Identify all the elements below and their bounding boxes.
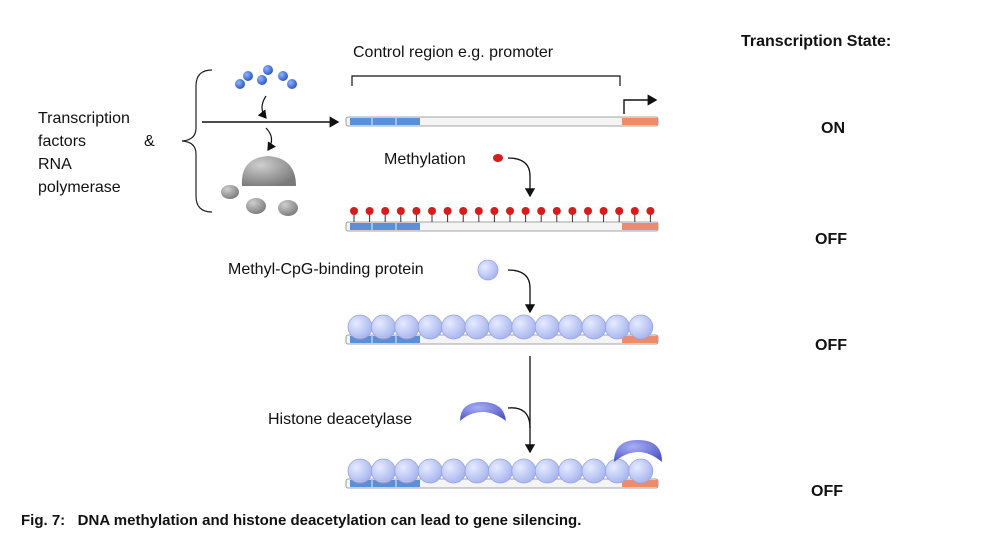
tf-label-ampersand: & bbox=[144, 133, 155, 150]
mbp-protein bbox=[441, 458, 467, 484]
mbp-row-1 bbox=[347, 314, 654, 340]
promoter-region bbox=[622, 118, 658, 125]
figure-caption: Fig. 7: DNA methylation and histone deac… bbox=[21, 512, 582, 529]
left-brace bbox=[181, 69, 213, 213]
methyl-group bbox=[599, 207, 608, 215]
dna-strand-1 bbox=[345, 116, 659, 127]
mbp-protein bbox=[558, 458, 583, 484]
hdac-icon bbox=[460, 402, 506, 421]
mbp-protein bbox=[464, 314, 490, 340]
mbp-protein bbox=[394, 314, 420, 340]
hdac-label: Histone deacetylase bbox=[268, 411, 413, 428]
methyl-group bbox=[459, 207, 468, 215]
mbp-protein bbox=[417, 314, 443, 340]
tf-label-line4: polymerase bbox=[38, 179, 121, 196]
methyl-group bbox=[630, 207, 639, 215]
mbp-protein bbox=[628, 458, 654, 484]
methyl-group bbox=[443, 207, 452, 215]
mbp-protein bbox=[581, 314, 607, 340]
tf-label-line3: RNA bbox=[38, 156, 72, 173]
mbp-protein bbox=[347, 314, 373, 340]
mbp-protein bbox=[605, 458, 630, 484]
mbp-protein bbox=[464, 458, 490, 484]
mbp-protein bbox=[394, 458, 420, 484]
mbp-protein bbox=[441, 314, 467, 340]
methyl-groups bbox=[350, 207, 655, 222]
mbp-label: Methyl-CpG-binding protein bbox=[228, 261, 424, 278]
methyl-group bbox=[568, 207, 577, 215]
promoter-region bbox=[622, 223, 658, 230]
tf-label-line1: Transcription bbox=[38, 110, 130, 127]
mbp-protein bbox=[628, 314, 654, 340]
methyl-group bbox=[506, 207, 514, 215]
mbp-protein bbox=[511, 314, 537, 340]
mbp-protein bbox=[581, 458, 607, 484]
mbp-protein bbox=[534, 314, 560, 340]
mbp-protein bbox=[487, 458, 513, 484]
mbp-protein bbox=[605, 314, 630, 340]
mbp-icon bbox=[477, 259, 499, 281]
tf-label-line2: factors bbox=[38, 133, 87, 150]
methyl-group bbox=[584, 207, 592, 215]
state-off-hdac: OFF bbox=[811, 483, 843, 500]
promoter-region bbox=[622, 480, 658, 487]
control-region-bracket bbox=[351, 75, 621, 86]
dna-strand-2 bbox=[345, 221, 659, 232]
promoter-region bbox=[622, 336, 658, 343]
mbp-protein bbox=[534, 458, 560, 484]
methyl-group bbox=[350, 207, 358, 215]
mbp-protein bbox=[511, 458, 537, 484]
gene-region bbox=[350, 223, 420, 230]
rna-polymerase-icon bbox=[221, 156, 298, 216]
methyl-group bbox=[396, 207, 405, 215]
mbp-protein bbox=[417, 458, 443, 484]
gene-region bbox=[350, 118, 420, 125]
mbp-protein bbox=[487, 314, 513, 340]
methyl-group bbox=[474, 207, 483, 215]
hdac-bound bbox=[614, 440, 662, 462]
methylation-label: Methylation bbox=[384, 151, 466, 168]
methyl-group bbox=[521, 207, 530, 215]
methyl-group bbox=[646, 207, 655, 215]
state-off-methylated: OFF bbox=[815, 231, 847, 248]
methyl-group bbox=[537, 207, 546, 215]
mbp-protein bbox=[370, 314, 396, 340]
gene-region bbox=[350, 480, 420, 487]
methyl-group bbox=[365, 207, 374, 215]
control-region-label: Control region e.g. promoter bbox=[353, 44, 554, 61]
methyl-group bbox=[381, 207, 390, 215]
transcription-state-header: Transcription State: bbox=[741, 33, 892, 50]
gene-region bbox=[350, 336, 420, 343]
transcription-start-arrow bbox=[623, 94, 658, 114]
state-off-mbp: OFF bbox=[815, 337, 847, 354]
methyl-group bbox=[615, 207, 624, 215]
mbp-protein bbox=[347, 458, 373, 484]
mbp-row-2 bbox=[347, 458, 654, 484]
methyl-group bbox=[428, 207, 436, 215]
transcription-factors-icon bbox=[235, 65, 297, 89]
methyl-group bbox=[412, 207, 421, 215]
methyl-group bbox=[490, 207, 499, 215]
mbp-protein bbox=[558, 314, 583, 340]
mbp-protein bbox=[370, 458, 396, 484]
dna-strands bbox=[345, 116, 659, 489]
methyl-group-icon bbox=[493, 154, 503, 162]
methyl-group bbox=[552, 207, 561, 215]
state-on: ON bbox=[821, 120, 845, 137]
